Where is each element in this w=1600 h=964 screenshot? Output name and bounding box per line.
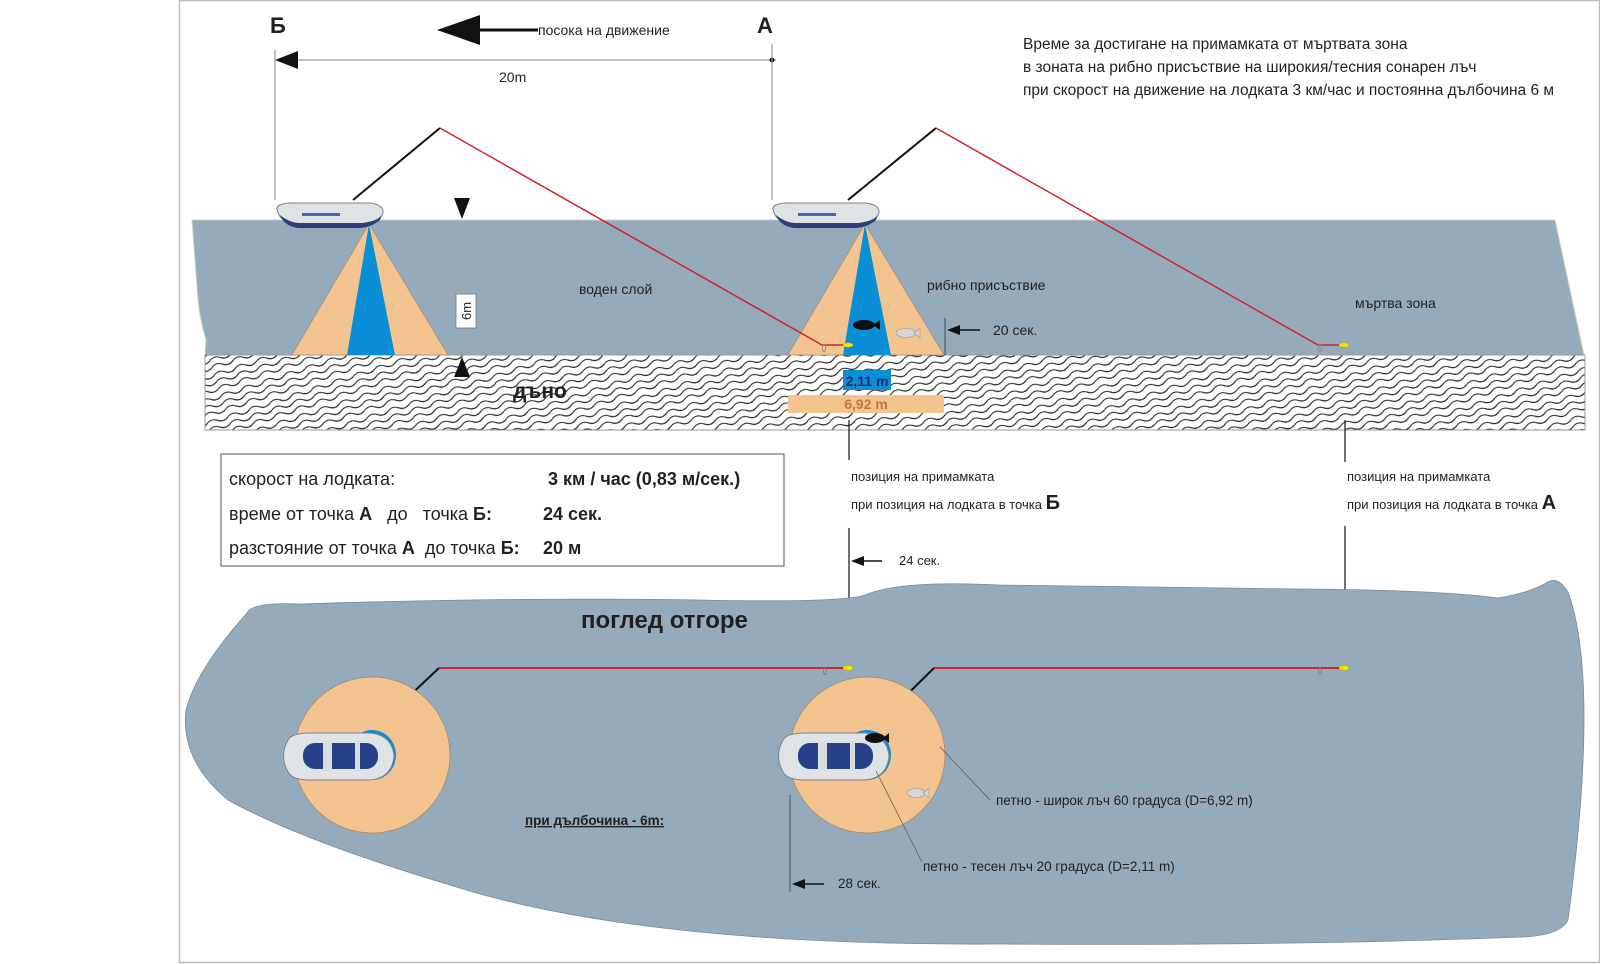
distance-row: разстояние от точка А до точка Б: xyxy=(229,538,520,558)
boat-side-point-b xyxy=(276,202,384,228)
title-line-1: Време за достигане на примамката от мърт… xyxy=(1023,36,1408,53)
speed-value: 3 км / час (0,83 м/сек.) xyxy=(548,469,740,489)
time-20-arrow-icon xyxy=(947,325,980,335)
lure-position-b-line1: позиция на примамката xyxy=(851,469,995,484)
point-b-label: Б xyxy=(270,13,286,38)
narrow-beam-width-box xyxy=(843,370,891,390)
sonar-beam-point-b xyxy=(291,223,449,356)
direction-arrow-icon xyxy=(437,15,538,45)
speed-label: скорост на лодката: xyxy=(229,469,395,489)
info-box xyxy=(220,453,785,567)
sinker-icon xyxy=(822,343,826,353)
fish-icon xyxy=(865,733,889,743)
title-line-3: при скорост на движение на лодката 3 км/… xyxy=(1023,82,1554,99)
lure-position-b-line2: при позиция на лодката в точка Б xyxy=(851,492,1060,514)
fish-outline-icon xyxy=(895,327,921,339)
wide-spot-label: петно - широк лъч 60 градуса (D=6,92 m) xyxy=(996,793,1253,808)
depth-label-box xyxy=(455,293,477,329)
wide-beam-width-label: 6,92 m xyxy=(844,396,888,412)
fishing-rod-point-a xyxy=(847,127,1341,346)
bottom-sediment xyxy=(204,354,1586,431)
depth-label: 6m xyxy=(459,302,474,320)
narrow-beam-width-label: 2,11 m xyxy=(846,373,889,389)
sinker-icon xyxy=(1318,343,1322,353)
fish-outline-icon xyxy=(906,787,930,799)
top-view-heading: поглед отгоре xyxy=(581,607,748,634)
boat-side-point-a xyxy=(772,202,880,228)
lure-icon xyxy=(842,342,854,348)
fish-presence-label: рибно присъствие xyxy=(927,277,1046,293)
bottom-label: дъно xyxy=(513,380,567,403)
time-24-label: 24 сек. xyxy=(899,553,940,568)
depth-arrow-up-icon xyxy=(454,357,470,377)
sinker-icon xyxy=(1318,667,1322,675)
lure-position-a-line2: при позиция на лодката в точка А xyxy=(1347,492,1556,514)
time-24-arrow-icon xyxy=(851,556,882,566)
fishing-rod-point-b xyxy=(352,127,845,346)
lure-icon xyxy=(842,665,854,671)
time-20-label: 20 сек. xyxy=(993,322,1037,338)
fish-icon xyxy=(853,320,880,330)
wide-beam-width-box xyxy=(788,395,944,413)
sinker-icon xyxy=(823,667,827,675)
distance-dimension xyxy=(274,44,776,200)
distance-value: 20 м xyxy=(543,538,581,558)
lure-position-a-line1: позиция на примамката xyxy=(1347,469,1491,484)
lure-icon xyxy=(1338,342,1350,348)
point-a-label: А xyxy=(757,13,773,38)
time-row: време от точка А до точка Б: xyxy=(229,504,492,524)
direction-label: посока на движение xyxy=(538,22,670,38)
distance-label: 20m xyxy=(499,69,526,85)
time-28-label: 28 сек. xyxy=(838,876,881,891)
boat-top-point-a xyxy=(778,732,890,781)
time-value: 24 сек. xyxy=(543,504,602,524)
dead-zone-label: мъртва зона xyxy=(1355,295,1436,311)
water-layer-label: воден слой xyxy=(579,281,652,297)
narrow-spot-label: петно - тесен лъч 20 градуса (D=2,11 m) xyxy=(923,859,1175,874)
lure-icon xyxy=(1338,665,1350,671)
distance-arrow-icon xyxy=(275,51,298,69)
wide-spot-leader xyxy=(939,746,991,801)
time-28-arrow-icon xyxy=(792,879,824,889)
depth-note: при дълбочина - 6m: xyxy=(525,813,664,828)
depth-arrow-down-icon xyxy=(454,198,470,219)
boat-top-point-b xyxy=(283,732,395,781)
title-line-2: в зоната на рибно присъствие на широкия/… xyxy=(1023,59,1477,76)
narrow-spot-leader xyxy=(875,770,923,863)
